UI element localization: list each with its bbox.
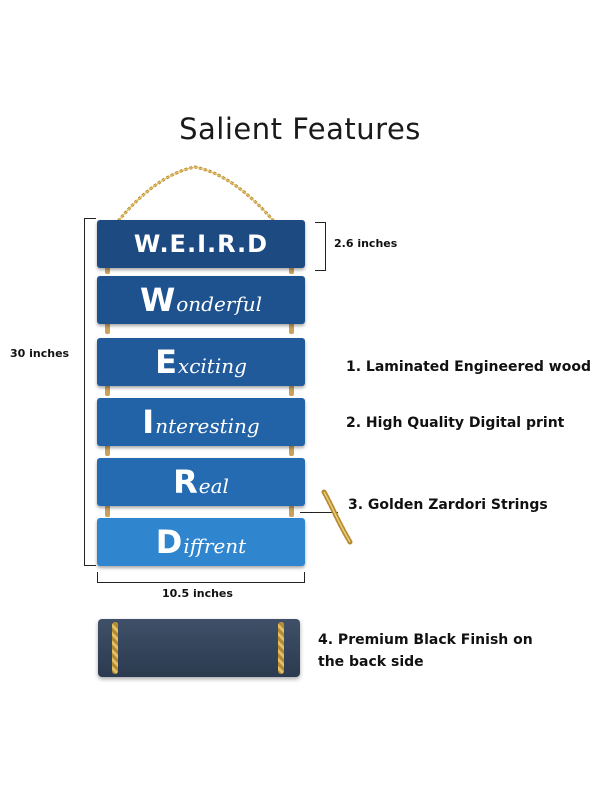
feature-2: 2. High Quality Digital print bbox=[346, 415, 565, 431]
back-string-strap bbox=[112, 622, 118, 674]
height-dimension-line bbox=[84, 218, 85, 565]
board-weird: W.E.I.R.D bbox=[97, 220, 305, 268]
board-rest: onderful bbox=[176, 292, 263, 316]
string-knot bbox=[289, 384, 294, 396]
feature-3: 3. Golden Zardori Strings bbox=[348, 497, 548, 513]
board-rest: iffrent bbox=[183, 534, 247, 558]
height-dimension-cap bbox=[84, 218, 96, 219]
string-knot bbox=[289, 505, 294, 517]
width-dimension-cap bbox=[97, 572, 98, 583]
height-dimension-cap bbox=[84, 565, 96, 566]
string-knot bbox=[105, 444, 110, 456]
width-label: 10.5 inches bbox=[162, 587, 233, 600]
board-initial: W bbox=[139, 281, 176, 319]
board-rest: eal bbox=[198, 474, 229, 498]
back-string-strap bbox=[278, 622, 284, 674]
zardori-string-sample bbox=[321, 489, 353, 545]
height-label: 30 inches bbox=[10, 347, 70, 360]
back-side-board bbox=[98, 619, 300, 677]
width-dimension-line bbox=[97, 582, 305, 583]
board-initial: E bbox=[155, 343, 177, 381]
string-knot bbox=[105, 384, 110, 396]
feature-1: 1. Laminated Engineered wood bbox=[346, 359, 591, 375]
string-knot bbox=[105, 505, 110, 517]
string-knot bbox=[105, 322, 110, 334]
board-height-cap bbox=[315, 222, 326, 223]
board-initial: R bbox=[173, 463, 198, 501]
page-title: Salient Features bbox=[179, 112, 421, 146]
string-knot bbox=[289, 322, 294, 334]
feature-4-continued: the back side bbox=[318, 654, 424, 670]
hanging-rope bbox=[113, 165, 279, 226]
board-height-cap bbox=[315, 270, 326, 271]
board-text: W.E.I.R.D bbox=[133, 230, 269, 258]
string-knot bbox=[105, 262, 110, 274]
board-rest: nteresting bbox=[155, 414, 260, 438]
board-initial: I bbox=[142, 403, 155, 441]
string-knot bbox=[289, 262, 294, 274]
width-dimension-cap bbox=[304, 572, 305, 583]
feature-4: 4. Premium Black Finish on bbox=[318, 632, 533, 648]
board-rest: xciting bbox=[177, 354, 247, 378]
feature-3-pointer bbox=[300, 512, 338, 513]
string-knot bbox=[289, 444, 294, 456]
board-height-label: 2.6 inches bbox=[334, 237, 398, 250]
board-height-line bbox=[325, 222, 326, 271]
board-initial: D bbox=[155, 523, 183, 561]
